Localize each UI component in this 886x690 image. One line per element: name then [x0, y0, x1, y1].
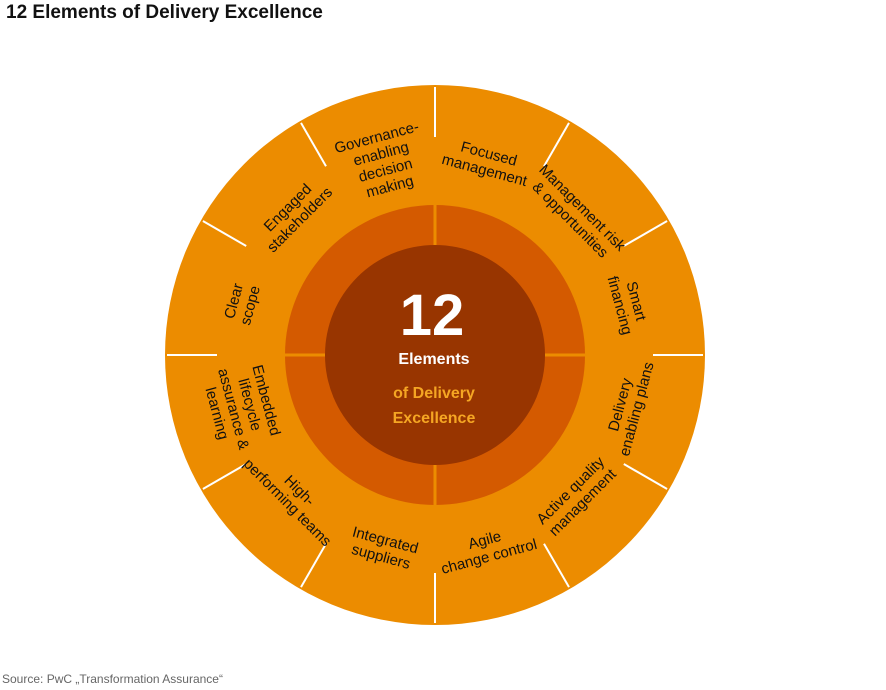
outer-divider	[543, 543, 570, 588]
middle-ring-dividers	[285, 205, 585, 505]
outer-divider	[623, 220, 668, 247]
center-number: 12	[400, 283, 465, 348]
outer-divider	[300, 543, 327, 588]
page-title: 12 Elements of Delivery Excellence	[6, 2, 323, 23]
outer-divider	[300, 122, 327, 167]
segment-label: Embeddedlifecycleassurance &learning	[198, 358, 285, 456]
outer-ring-dividers	[167, 87, 703, 623]
outer-divider	[202, 463, 247, 490]
source-note: Source: PwC „Transformation Assurance“	[2, 672, 223, 686]
outer-divider	[623, 463, 668, 490]
outer-divider	[202, 220, 247, 247]
center-label-excellence: Excellence	[393, 410, 476, 427]
center-circle	[325, 245, 545, 465]
center-label-elements: Elements	[398, 351, 469, 368]
outer-divider	[543, 122, 570, 167]
center-label-of-delivery: of Delivery	[393, 385, 475, 402]
